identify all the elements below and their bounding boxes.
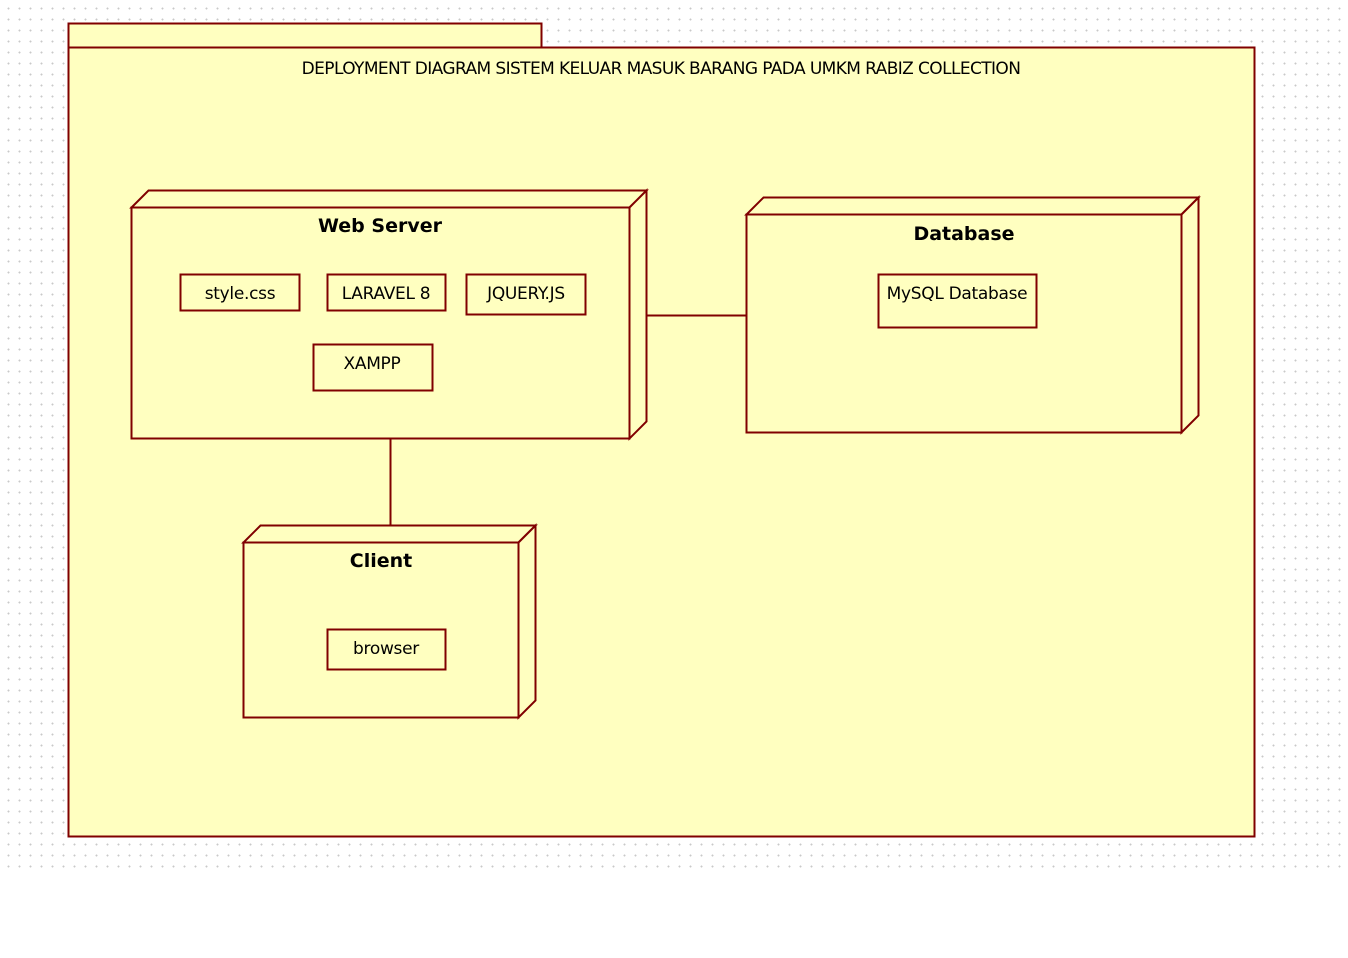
component-laravel-8-label: LARAVEL 8 [342, 284, 431, 304]
component-xampp-label: XAMPP [344, 354, 401, 374]
node-client[interactable]: Client browser [241, 523, 538, 720]
node-database-side [1180, 195, 1200, 435]
component-mysql-database-label: MySQL Database [887, 284, 1028, 304]
node-client-side [517, 523, 537, 720]
component-jquery-js[interactable]: JQUERY.JS [465, 273, 587, 316]
node-web-server[interactable]: Web Server style.css LARAVEL 8 JQUERY.JS… [129, 188, 649, 441]
component-style-css[interactable]: style.css [179, 273, 301, 312]
node-web-server-title: Web Server [318, 215, 443, 237]
node-client-title: Client [350, 550, 412, 572]
node-web-server-side [628, 188, 648, 441]
component-jquery-js-label: JQUERY.JS [486, 284, 565, 304]
node-database-top [744, 196, 1201, 216]
node-database-title: Database [913, 223, 1014, 245]
node-web-server-front [130, 206, 631, 440]
component-style-css-label: style.css [205, 284, 276, 304]
component-browser[interactable]: browser [326, 628, 447, 671]
component-xampp[interactable]: XAMPP [312, 343, 434, 392]
component-mysql-database[interactable]: MySQL Database [877, 273, 1038, 329]
node-web-server-top [129, 189, 649, 209]
node-client-top [241, 524, 538, 544]
component-laravel-8[interactable]: LARAVEL 8 [326, 273, 447, 312]
diagram-title: DEPLOYMENT DIAGRAM SISTEM KELUAR MASUK B… [302, 59, 1021, 79]
component-browser-label: browser [353, 639, 419, 659]
node-database[interactable]: Database MySQL Database [744, 195, 1201, 435]
package-tab [67, 22, 543, 49]
